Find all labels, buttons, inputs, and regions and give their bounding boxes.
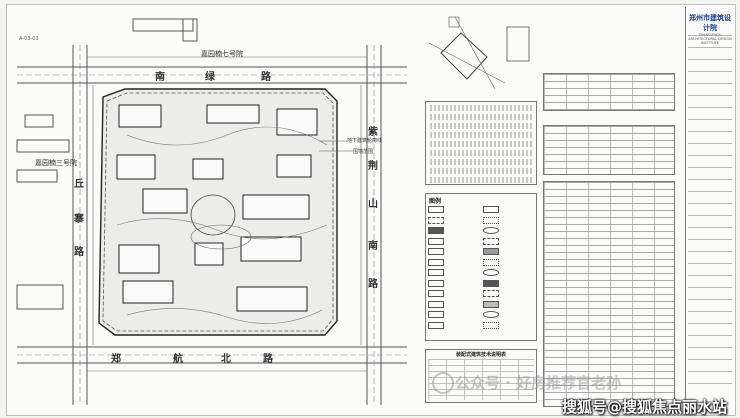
- legend-item: [483, 258, 534, 268]
- legend-item: [483, 321, 534, 331]
- road-north-char-3: 路: [261, 72, 271, 83]
- road-south-char-3: 北: [221, 354, 231, 365]
- legend-item: [483, 237, 534, 247]
- indicator-table-top: [543, 73, 675, 111]
- data-tables-column: [543, 9, 679, 409]
- legend-item: [483, 289, 534, 299]
- road-east-char-2: 荆: [368, 161, 378, 172]
- drawing-sheet: A-03-03 嘉园楠七号院 嘉园楠三号院 南 绿 路 郑 航 北 路 丘 寨 …: [6, 4, 736, 416]
- wechat-icon: [432, 372, 454, 394]
- key-map: [428, 16, 530, 90]
- legend-item: [428, 205, 479, 215]
- legend-item: [428, 310, 479, 320]
- legend-item: [483, 216, 534, 226]
- legend-item: [428, 247, 479, 257]
- company-name: 郑州市建筑设计院: [689, 14, 731, 32]
- legend-panel: 图例: [425, 193, 537, 341]
- legend-grid: [428, 205, 534, 338]
- road-east-char-5: 路: [368, 279, 378, 290]
- legend-item: [428, 226, 479, 236]
- prefab-table-title: 装配式建筑技术说明表: [455, 352, 506, 358]
- design-notes: [425, 101, 537, 185]
- legend-item: [428, 237, 479, 247]
- road-south-char-4: 路: [263, 354, 273, 365]
- legend-item: [428, 216, 479, 226]
- title-block: 郑州市建筑设计院 ZHENGZHOU ARCHITECTURAL DESIGN …: [685, 7, 734, 413]
- legend-item: [483, 279, 534, 289]
- road-south-char-1: 郑: [111, 354, 121, 365]
- legend-item: [483, 226, 534, 236]
- legend-item: [483, 247, 534, 257]
- legend-item: [428, 258, 479, 268]
- legend-item: [483, 300, 534, 310]
- legend-item: [428, 300, 479, 310]
- road-east-char-3: 山: [368, 199, 378, 210]
- economic-indicator-table: [543, 181, 675, 407]
- legend-item: [428, 279, 479, 289]
- note-underground-outline: 地下建筑轮廓线: [347, 138, 383, 144]
- road-west-char-1: 丘: [74, 179, 84, 190]
- neighbor-label-north: 嘉园楠七号院: [201, 50, 243, 58]
- legend-item: [428, 321, 479, 331]
- legend-item: [428, 289, 479, 299]
- sheet-id: A-03-03: [19, 36, 39, 42]
- road-north-char-1: 南: [155, 72, 165, 83]
- road-north-char-2: 绿: [205, 72, 215, 83]
- legend-title: 图例: [429, 198, 442, 205]
- watermark-text: 公众号 · 好房推荐官老孙: [455, 374, 622, 392]
- legend-item: [428, 268, 479, 278]
- road-west-char-3: 路: [74, 247, 84, 258]
- neighbor-label-west: 嘉园楠三号院: [35, 159, 77, 167]
- road-east-char-1: 紫: [368, 127, 378, 138]
- road-east-char-4: 南: [368, 241, 378, 252]
- indicator-table-middle: [543, 125, 675, 175]
- site-plan: [16, 18, 407, 405]
- legend-item: [483, 205, 534, 215]
- sohu-caption: 搜狐号@搜狐焦点丽水站: [562, 398, 728, 416]
- road-west-char-2: 寨: [74, 214, 84, 225]
- legend-item: [483, 310, 534, 320]
- note-wall-range: 围墙范围: [353, 149, 374, 155]
- road-south-char-2: 航: [173, 354, 183, 365]
- legend-item: [483, 268, 534, 278]
